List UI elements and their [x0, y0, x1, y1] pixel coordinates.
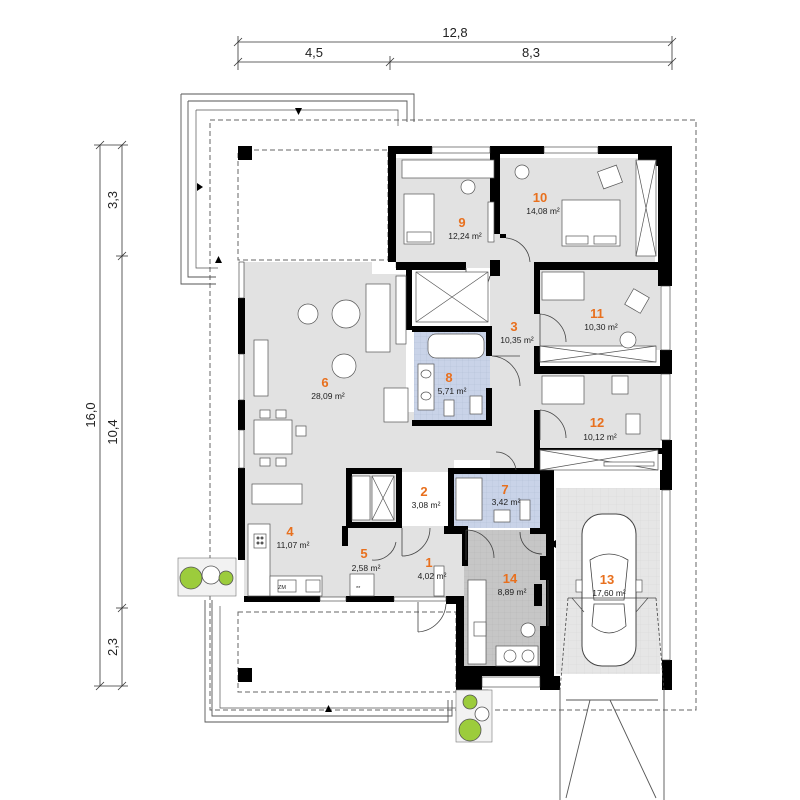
room-7-number: 7 [501, 482, 508, 497]
room-11-area: 10,30 m² [584, 322, 618, 332]
room-9-area: 12,24 m² [448, 231, 482, 241]
furniture [247, 159, 659, 667]
room-2-area: 3,08 m² [412, 500, 441, 510]
room-3-number: 3 [510, 319, 517, 334]
room-1-area: 4,02 m² [418, 571, 447, 581]
garage-entry-arrow [549, 540, 556, 548]
tree-icon [455, 689, 493, 743]
room-4-number: 4 [286, 524, 294, 539]
dim-total-width: 12,8 [442, 25, 467, 40]
dim-total-depth: 16,0 [83, 402, 98, 427]
terrace-arrow-bottom [325, 705, 332, 712]
column [238, 146, 252, 160]
windows [238, 146, 671, 688]
dimension-lines [94, 36, 677, 691]
dim-depth-bottom: 2,3 [105, 638, 120, 656]
dim-depth-top: 3,3 [105, 191, 120, 209]
room-1-number: 1 [425, 555, 432, 570]
garage-door-sweep [559, 597, 665, 691]
fridge-label: ZM [278, 585, 286, 591]
room-13-number: 13 [600, 572, 614, 587]
room-13-area: 17,60 m² [592, 588, 626, 598]
column [238, 668, 252, 682]
stove-label: ** [356, 586, 361, 592]
room-10-area: 14,08 m² [526, 206, 560, 216]
dim-depth-middle: 10,4 [105, 419, 120, 444]
walls [238, 146, 672, 690]
room-8-number: 8 [445, 370, 452, 385]
terrace-arrow-left [197, 183, 203, 191]
room-11-number: 11 [590, 306, 604, 321]
car-icon [571, 513, 649, 667]
room-14-area: 8,89 m² [498, 587, 527, 597]
terrace-arrow-steps [215, 256, 222, 263]
tree-icon [177, 557, 237, 597]
room-12-area: 10,12 m² [583, 432, 617, 442]
dim-width-right: 8,3 [522, 45, 540, 60]
room-5-number: 5 [360, 546, 367, 561]
room-labels: 1 4,02 m² 2 3,08 m² 3 10,35 m² 4 11,07 m… [277, 190, 626, 598]
room-5-area: 2,58 m² [352, 563, 381, 573]
room-10-number: 10 [533, 190, 547, 205]
room-14-number: 14 [503, 571, 518, 586]
room-9-number: 9 [458, 215, 465, 230]
room-8-area: 5,71 m² [438, 386, 467, 396]
terrace-arrow-top [295, 108, 302, 115]
room-6-area: 28,09 m² [311, 391, 345, 401]
dim-width-left: 4,5 [305, 45, 323, 60]
room-2-number: 2 [420, 484, 427, 499]
room-6-number: 6 [321, 375, 328, 390]
room-3-area: 10,35 m² [500, 335, 534, 345]
driveway [559, 690, 665, 800]
room-7-area: 3,42 m² [492, 497, 521, 507]
room-4-area: 11,07 m² [277, 540, 310, 550]
room-12-number: 12 [590, 415, 604, 430]
